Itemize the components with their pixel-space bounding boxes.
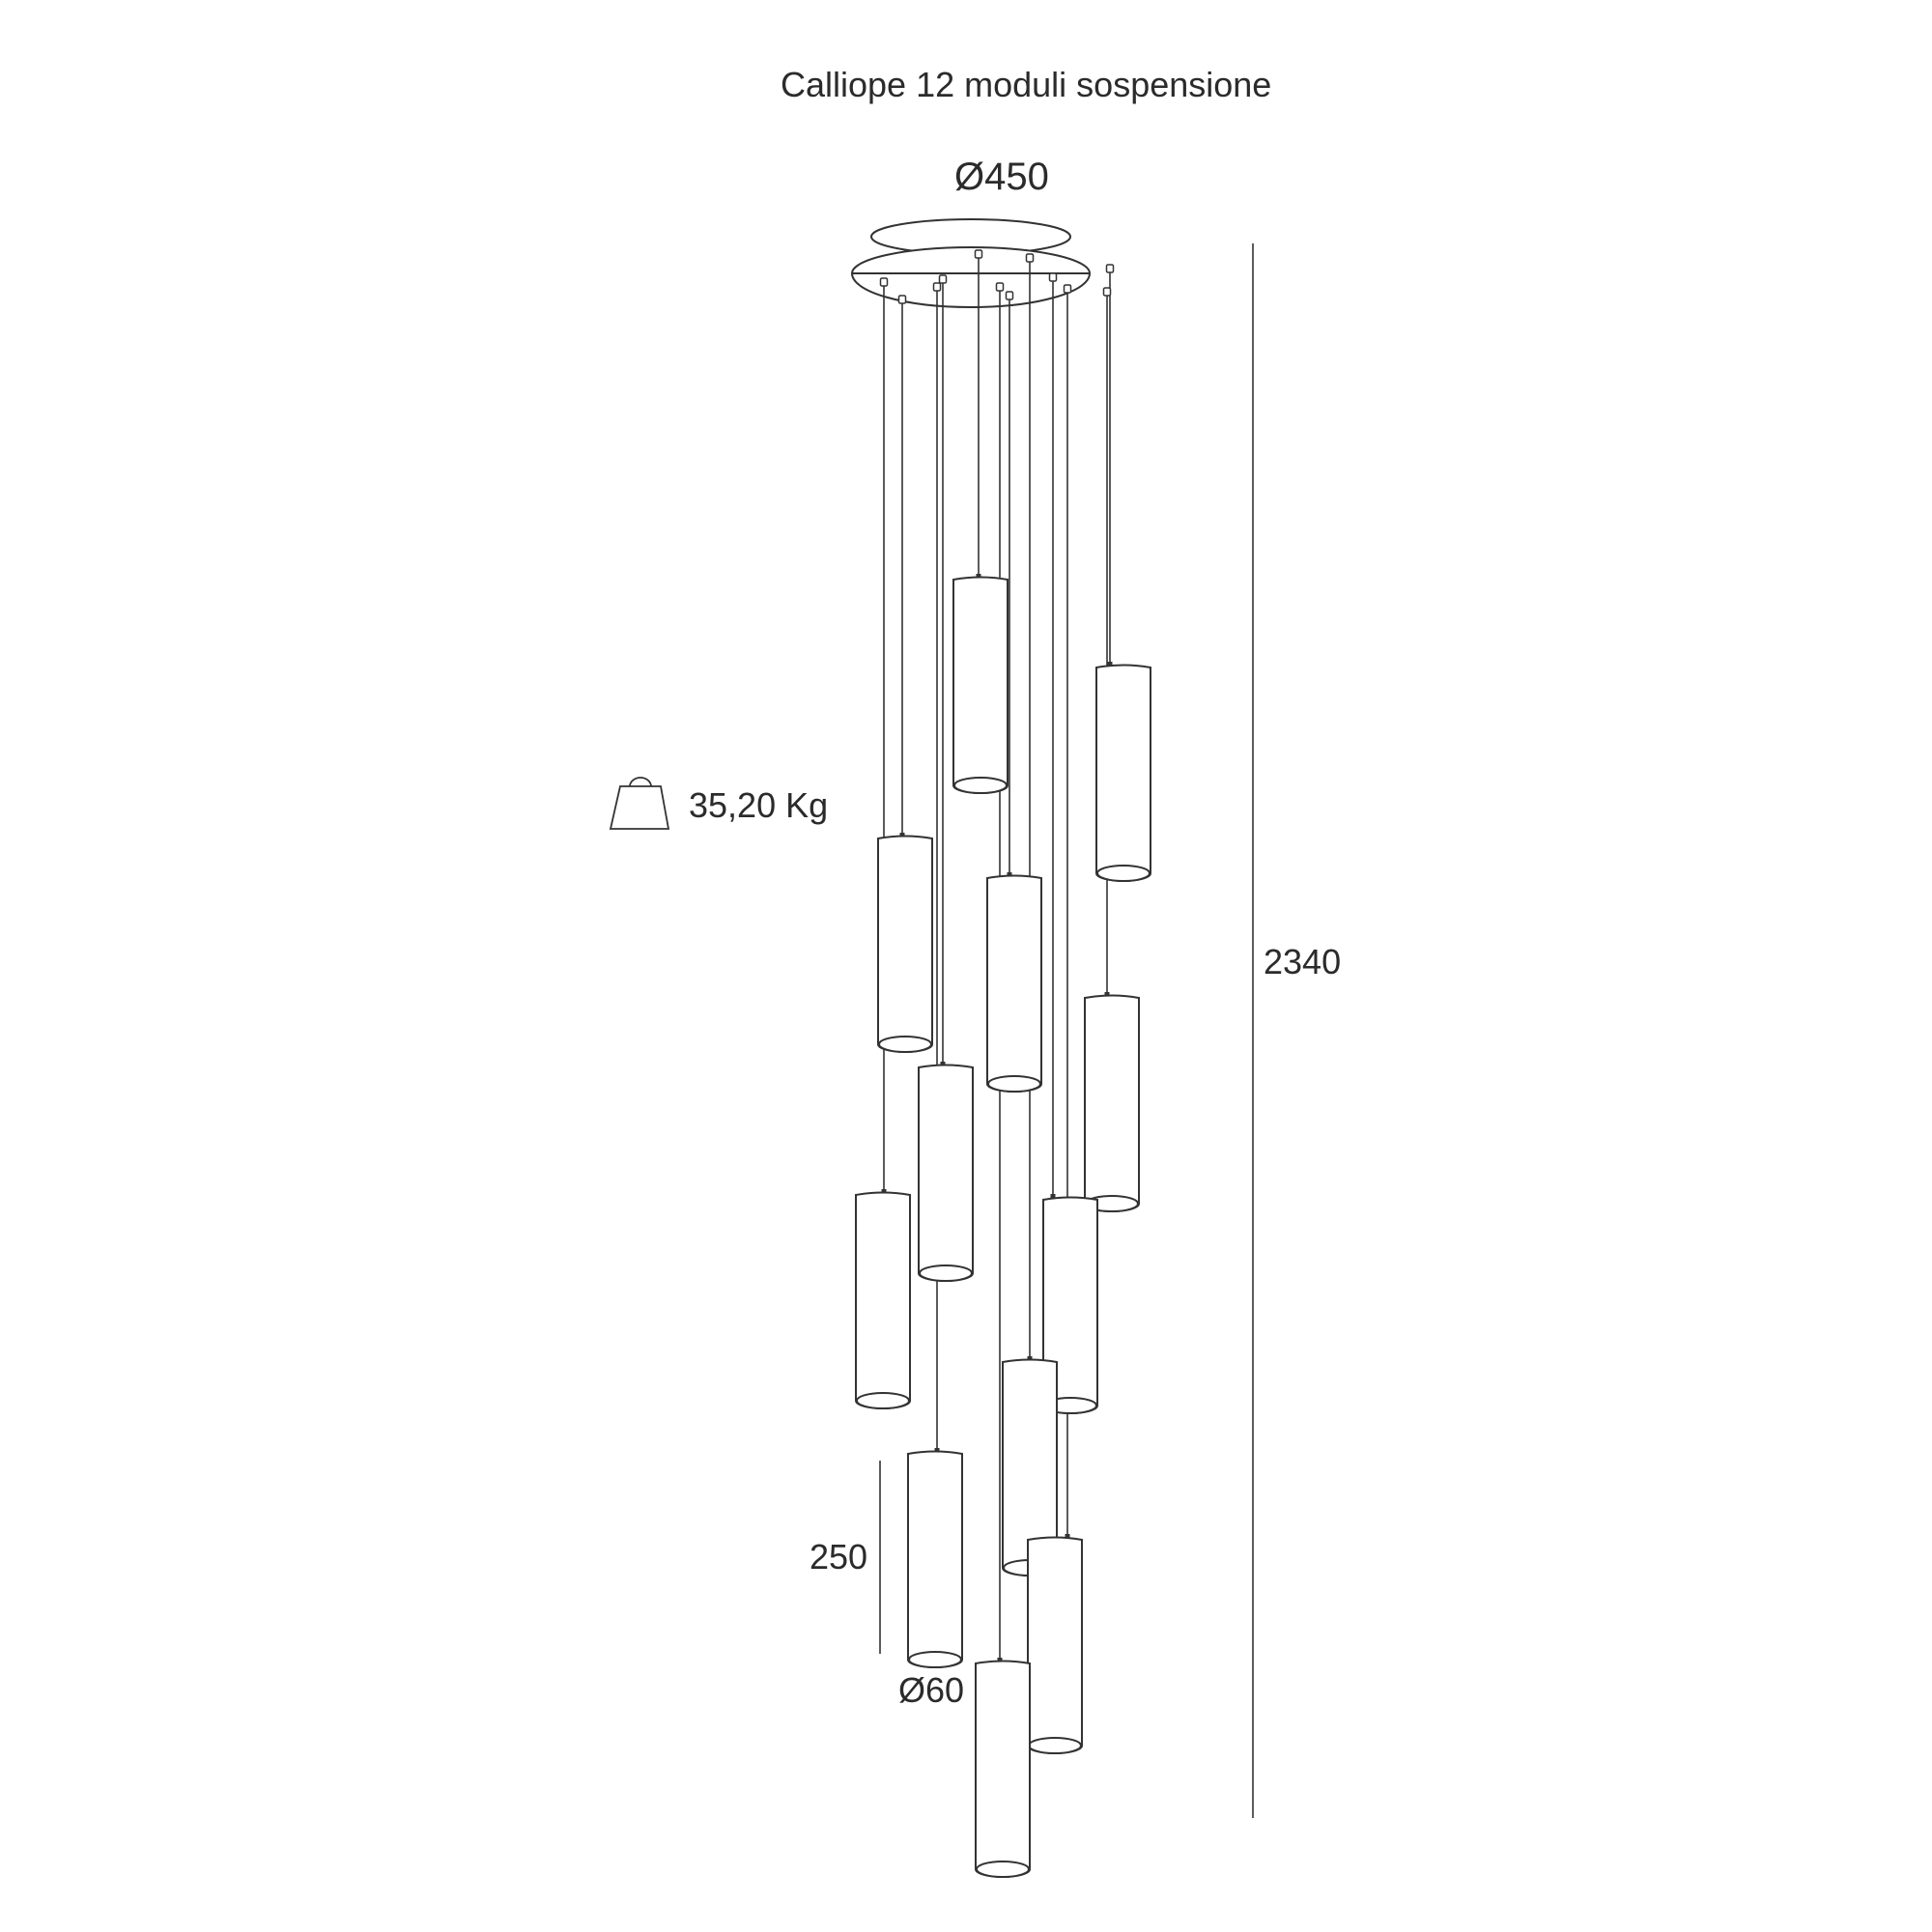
module-connector-8 (1050, 1194, 1056, 1198)
module-connector-6 (940, 1062, 946, 1065)
dimension-lines (879, 243, 1254, 1818)
pendant-modules (855, 574, 1151, 1878)
cable-clip-12 (995, 282, 1005, 292)
cable-clips (879, 249, 1115, 304)
cable-clip-7 (879, 277, 889, 287)
module-body-10 (907, 1450, 963, 1668)
module-bottom-7 (856, 1392, 910, 1409)
cable-clip-9 (1025, 253, 1035, 263)
module-body-3 (877, 835, 933, 1053)
pendant-module-6 (918, 1062, 974, 1282)
module-bottom-2 (1096, 865, 1151, 882)
module-bottom-4 (987, 1075, 1041, 1093)
total-height-label: 2340 (1264, 942, 1342, 981)
module-bottom-11 (1028, 1737, 1082, 1754)
module-bottom-3 (878, 1036, 932, 1053)
module-connector-2 (1107, 662, 1113, 666)
pendant-module-7 (855, 1189, 911, 1409)
module-connector-1 (976, 574, 981, 578)
cable-clip-3 (897, 295, 907, 304)
module-diameter-label: Ø60 (898, 1670, 965, 1710)
pendant-module-4 (986, 872, 1042, 1093)
weight-label: 35,20 Kg (689, 785, 829, 825)
pendant-module-2 (1095, 662, 1151, 882)
canopy-diameter-label: Ø450 (954, 156, 1049, 198)
cable-clip-1 (974, 249, 983, 259)
module-body-12 (975, 1660, 1031, 1878)
pendant-module-1 (952, 574, 1009, 794)
pendant-module-11 (1027, 1534, 1083, 1754)
pendant-module-12 (975, 1658, 1031, 1878)
module-connector-9 (1027, 1356, 1033, 1360)
module-bottom-1 (953, 777, 1008, 794)
module-connector-3 (899, 833, 905, 837)
module-body-4 (986, 874, 1042, 1093)
cable-clip-11 (1063, 284, 1072, 294)
module-connector-12 (997, 1658, 1003, 1662)
module-connector-7 (881, 1189, 887, 1193)
cable-clip-2 (1105, 264, 1115, 273)
cable-clip-5 (1102, 287, 1112, 297)
module-body-1 (952, 576, 1009, 794)
module-body-6 (918, 1064, 974, 1282)
module-connector-11 (1065, 1534, 1070, 1538)
cable-clip-4 (1005, 291, 1014, 300)
module-connector-5 (1104, 992, 1110, 996)
pendant-module-3 (877, 833, 933, 1053)
cable-clip-8 (1048, 272, 1058, 282)
module-bottom-6 (919, 1264, 973, 1282)
module-connector-10 (934, 1448, 940, 1452)
weight-icon (609, 777, 670, 830)
module-body-11 (1027, 1536, 1083, 1754)
module-bottom-12 (976, 1861, 1030, 1878)
pendant-module-10 (907, 1448, 963, 1668)
pendant-module-5 (1084, 992, 1140, 1212)
module-length-label: 250 (810, 1537, 868, 1577)
page-title: Calliope 12 moduli sospensione (781, 65, 1272, 104)
cable-clip-10 (932, 282, 942, 292)
ceiling-canopy (851, 218, 1091, 308)
cable-clip-6 (938, 274, 948, 284)
module-body-5 (1084, 994, 1140, 1212)
module-body-7 (855, 1191, 911, 1409)
module-body-2 (1095, 664, 1151, 882)
module-bottom-10 (908, 1651, 962, 1668)
module-connector-4 (1007, 872, 1012, 876)
